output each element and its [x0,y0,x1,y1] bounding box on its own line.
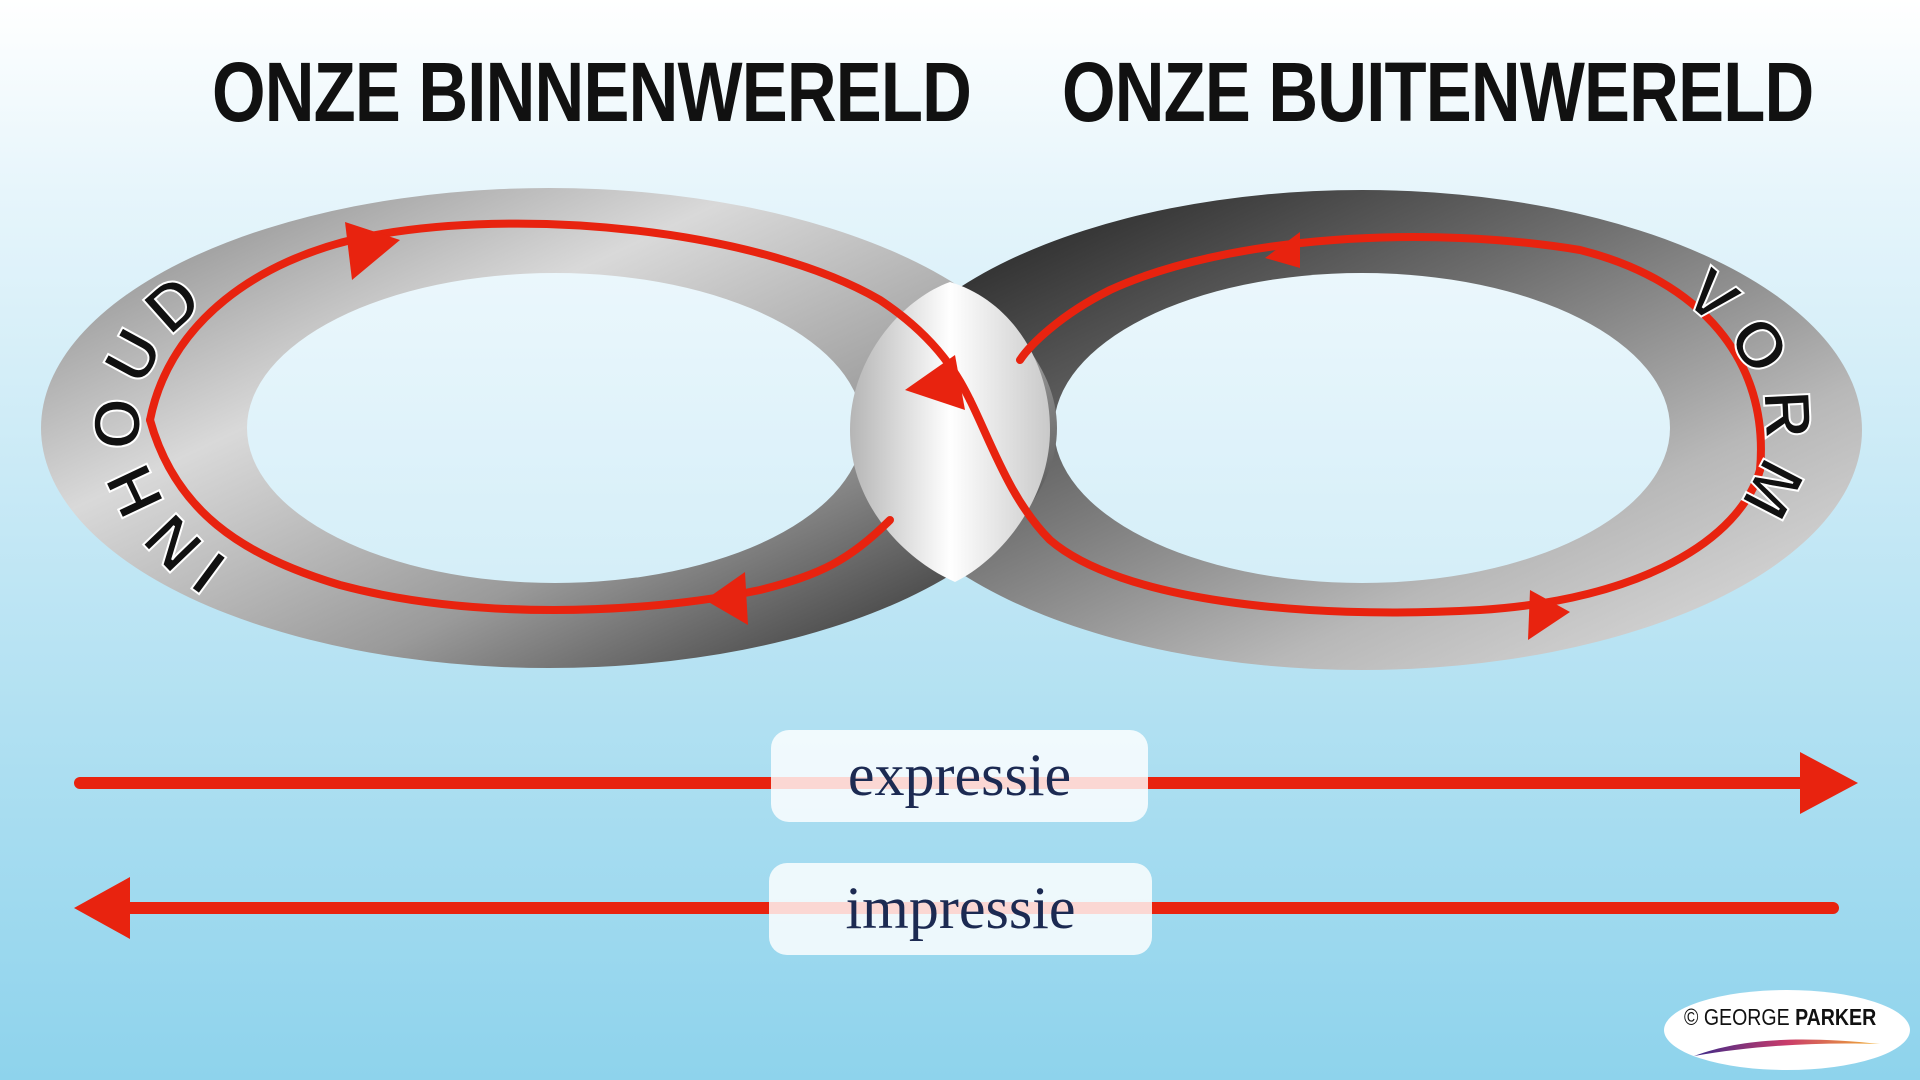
label-impressie: impressie [769,863,1152,955]
red-arrowhead-icon [1265,232,1300,268]
label-expressie: expressie [771,730,1148,822]
arrow-left-icon [74,877,130,939]
red-arrowhead-icon [345,222,400,280]
red-arrowhead-icon [1528,590,1570,640]
red-arrowhead-icon [905,355,965,410]
credit-text: © GEORGE PARKER [1684,1004,1876,1031]
center-twist [850,282,1050,582]
flow-path [146,219,1765,617]
red-arrowhead-icon [705,572,748,625]
title-inner-world: ONZE BINNENWERELD [212,45,972,139]
copyright-icon: © [1684,1004,1699,1030]
credit-first-name: GEORGE [1703,1004,1790,1030]
credit-swoosh-icon [1694,1039,1880,1056]
title-outer-world: ONZE BUITENWERELD [1062,45,1814,139]
flow-arrowheads [345,222,1570,640]
credit-last-name: PARKER [1795,1004,1877,1030]
right-loop-band [862,190,1862,670]
arrow-right-icon [1800,752,1858,814]
left-loop-band [41,188,1057,668]
credit-badge: © GEORGE PARKER [1664,990,1910,1070]
